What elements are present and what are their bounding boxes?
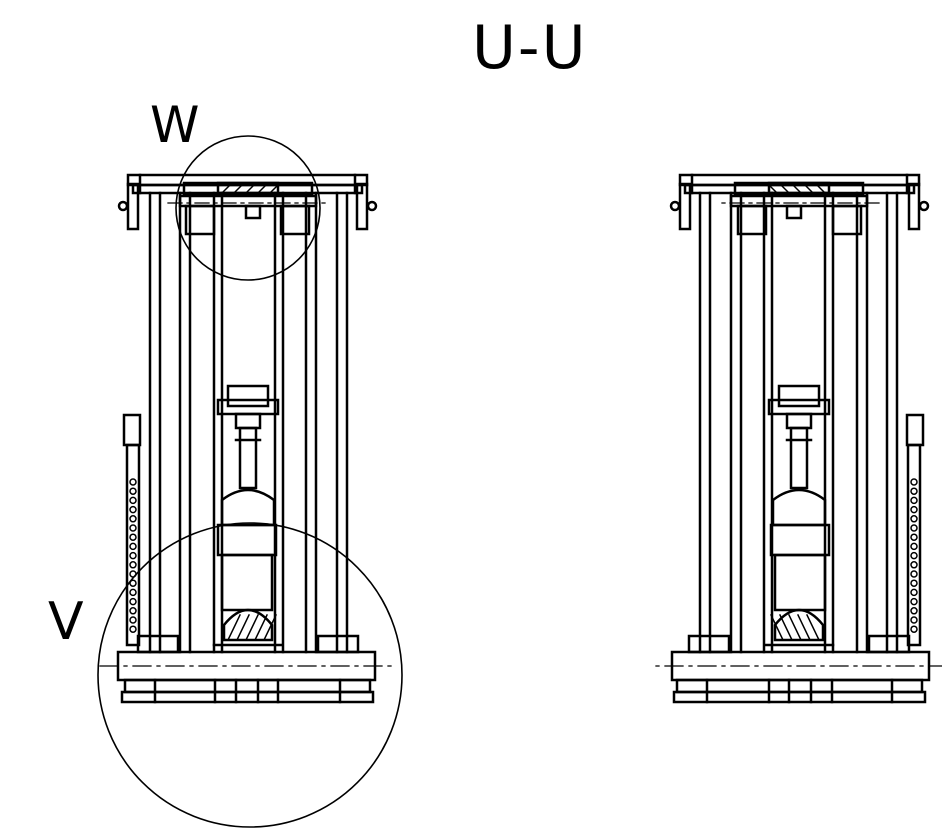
detail-label-v: V — [48, 592, 86, 652]
detail-circle-v — [97, 522, 403, 828]
detail-label-w: W — [150, 96, 202, 154]
detail-circle-w — [175, 135, 321, 281]
section-view-left — [97, 135, 403, 828]
section-title: U-U — [472, 13, 588, 83]
section-view-right — [654, 173, 942, 704]
